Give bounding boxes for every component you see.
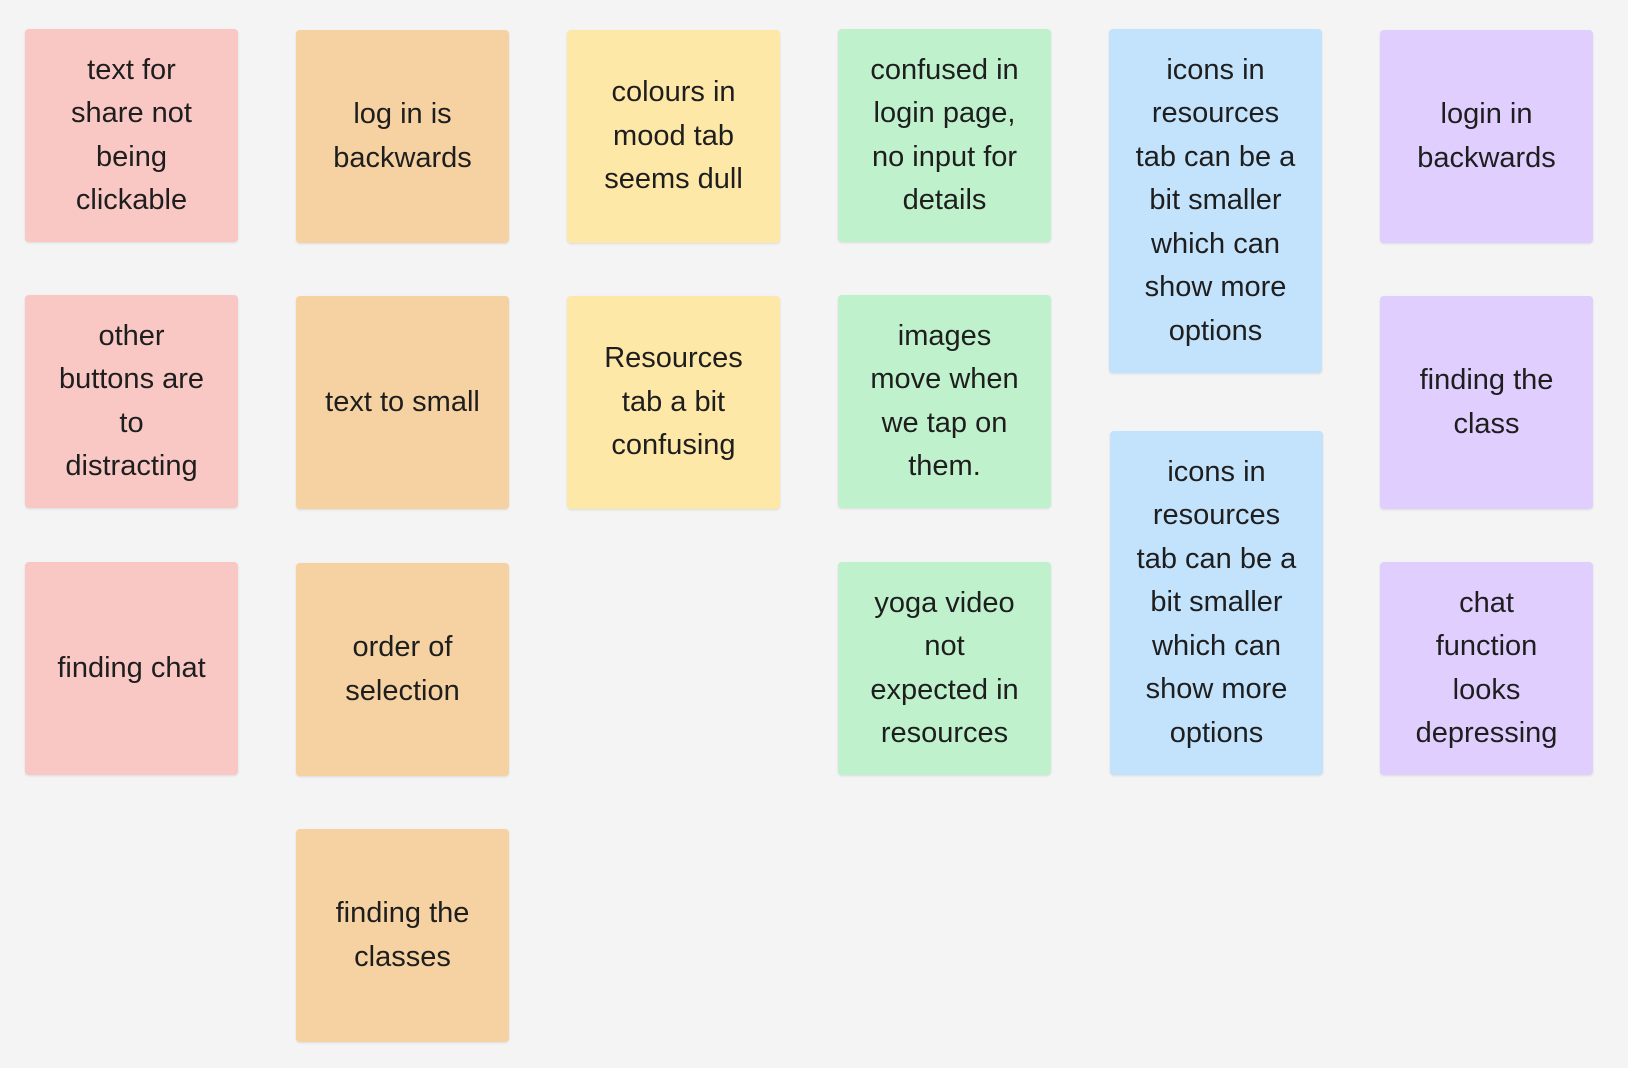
sticky-note-text: text to small	[325, 385, 480, 418]
sticky-note[interactable]: Resources tab a bit confusing	[567, 296, 780, 509]
sticky-note[interactable]: finding the class	[1380, 296, 1593, 509]
sticky-note-text: confused in login page, no input for det…	[870, 53, 1019, 217]
sticky-note[interactable]: login in backwards	[1380, 30, 1593, 243]
sticky-note-text: order of selection	[345, 631, 460, 707]
sticky-note-text: login in backwards	[1417, 98, 1556, 174]
sticky-note[interactable]: finding the classes	[296, 829, 509, 1042]
sticky-note-text: images move when we tap on them.	[870, 319, 1019, 483]
sticky-note[interactable]: order of selection	[296, 563, 509, 776]
sticky-note-text: finding the classes	[335, 897, 470, 973]
sticky-note[interactable]: confused in login page, no input for det…	[838, 29, 1051, 242]
sticky-note-text: finding chat	[57, 651, 206, 684]
sticky-note[interactable]: chat function looks depressing	[1380, 562, 1593, 775]
sticky-note-text: Resources tab a bit confusing	[604, 342, 743, 462]
sticky-note-text: log in is backwards	[333, 98, 472, 174]
sticky-note[interactable]: log in is backwards	[296, 30, 509, 243]
sticky-note[interactable]: icons in resources tab can be a bit smal…	[1110, 431, 1323, 775]
sticky-note-text: chat function looks depressing	[1415, 586, 1558, 750]
sticky-note-text: text for share not being clickable	[71, 53, 192, 217]
sticky-note[interactable]: yoga video not expected in resources	[838, 562, 1051, 775]
sticky-note[interactable]: finding chat	[25, 562, 238, 775]
sticky-note-text: finding the class	[1419, 364, 1554, 440]
sticky-note[interactable]: icons in resources tab can be a bit smal…	[1109, 29, 1322, 373]
sticky-note[interactable]: text for share not being clickable	[25, 29, 238, 242]
sticky-note[interactable]: text to small	[296, 296, 509, 509]
sticky-note[interactable]: other buttons are to distracting	[25, 295, 238, 508]
sticky-note-text: other buttons are to distracting	[58, 319, 205, 483]
sticky-note-text: colours in mood tab seems dull	[604, 76, 743, 196]
sticky-note-text: icons in resources tab can be a bit smal…	[1136, 455, 1297, 749]
sticky-note[interactable]: images move when we tap on them.	[838, 295, 1051, 508]
sticky-note-text: icons in resources tab can be a bit smal…	[1135, 53, 1296, 347]
sticky-note-text: yoga video not expected in resources	[870, 586, 1019, 750]
sticky-note[interactable]: colours in mood tab seems dull	[567, 30, 780, 243]
